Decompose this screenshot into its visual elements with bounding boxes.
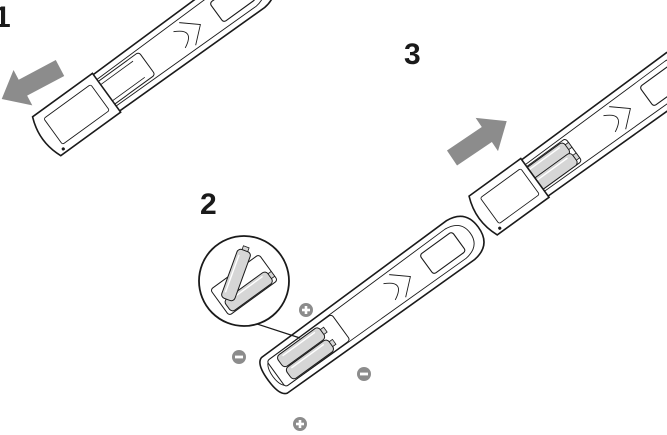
step1-cover-icon xyxy=(31,72,122,157)
step-number-1: 1 xyxy=(0,1,11,34)
step3-cover-icon xyxy=(468,157,551,236)
plus-icon-1 xyxy=(299,303,313,317)
minus-icon-1 xyxy=(232,350,246,364)
magnifier-icon xyxy=(198,235,301,339)
minus-icon-2 xyxy=(357,367,371,381)
plus-icon-2 xyxy=(293,417,307,431)
step1-arrow-icon xyxy=(1,60,65,106)
step3-arrow-icon xyxy=(446,117,507,166)
step-number-2: 2 xyxy=(200,188,217,221)
step-number-3: 3 xyxy=(404,38,421,71)
